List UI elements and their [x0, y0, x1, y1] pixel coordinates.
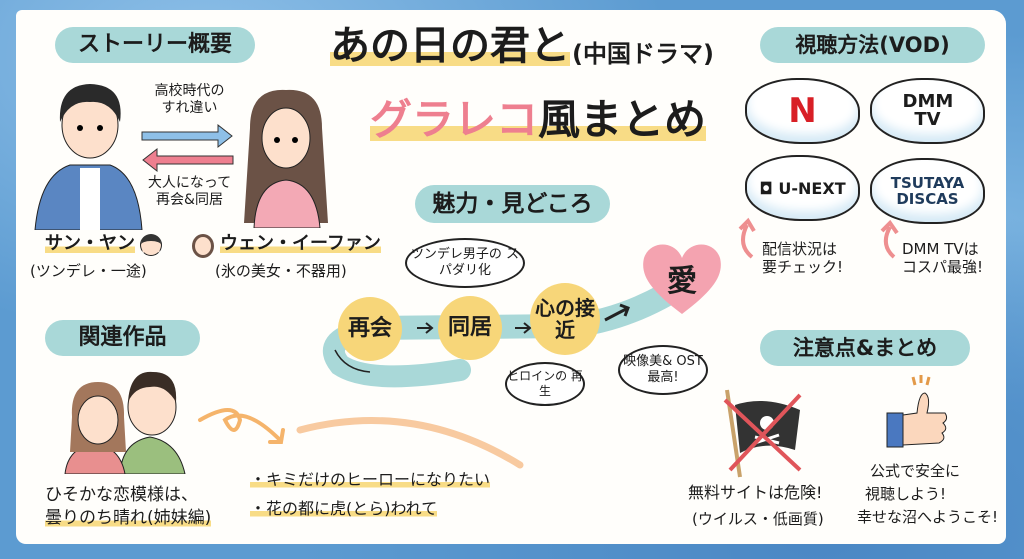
- story-now: 大人になって再会&同居: [147, 175, 232, 209]
- sister-line1: ひそかな恋模様は、: [45, 485, 198, 505]
- u-next-logo: ◘ U-NEXT: [759, 179, 845, 198]
- related-item-2: ・花の都に虎(とら)われて: [250, 499, 438, 519]
- dmm-tv-cloud[interactable]: DMM TV: [870, 78, 985, 144]
- right-arrow-icon: [141, 123, 233, 149]
- story-past-2: すれ違い: [161, 99, 218, 116]
- caution-safe2: 視聴しよう!: [865, 485, 947, 503]
- story-past-1: 高校時代の: [154, 83, 225, 99]
- shield-icon: ◘: [759, 178, 779, 198]
- story-now-1: 大人になって: [147, 175, 232, 191]
- bubble-top: ツンデレ男子の スパダリ化: [405, 238, 525, 288]
- male-character-illustration: [34, 84, 143, 230]
- arrows: [141, 123, 234, 172]
- vod-note2-b: コスパ最強!: [902, 258, 984, 276]
- related-item-1: ・キミだけのヒーローになりたい: [250, 470, 491, 490]
- dmm-tv-logo: DMM TV: [902, 91, 954, 130]
- flow-arrow-icon: [417, 322, 532, 334]
- bubble-ost: 映像美& OST最高!: [618, 345, 708, 395]
- caution-warn2: (ウイルス・低画質): [692, 510, 824, 528]
- caution-heading: 注意点&まとめ: [760, 330, 970, 366]
- title-black: 風まとめ: [538, 95, 707, 144]
- netflix-cloud[interactable]: N: [745, 78, 860, 144]
- u-next-cloud[interactable]: ◘ U-NEXT: [745, 155, 860, 221]
- bubble-heroine: ヒロインの 再生: [505, 362, 585, 406]
- story-heading: ストーリー概要: [55, 27, 255, 63]
- related-heading: 関連作品: [45, 320, 200, 356]
- vod-heading: 視聴方法(VOD): [760, 27, 985, 63]
- female-desc: (氷の美女・不器用): [215, 262, 347, 280]
- step-closer: 心の接近: [530, 283, 600, 355]
- vod-note1: 配信状況は要チェック!: [762, 240, 843, 276]
- flow-arrow-icon: [604, 303, 630, 322]
- netflix-logo: N: [788, 91, 817, 131]
- title-line2: グラレコ風まとめ: [370, 95, 707, 146]
- left-arrow-icon: [142, 147, 234, 172]
- thumbs-up-icon: [886, 375, 948, 448]
- appeal-heading: 魅力・見どころ: [415, 185, 610, 223]
- step-cohabit: 同居: [438, 296, 502, 360]
- vod-note1-b: 要チェック!: [762, 258, 844, 276]
- pink-up-arrows: [738, 217, 899, 259]
- couple-illustration: [64, 371, 186, 474]
- orange-arrow: [198, 408, 524, 469]
- title-pink: グラレコ: [370, 95, 539, 144]
- vod-note2-a: DMM TVは: [902, 240, 979, 258]
- vod-note2: DMM TVはコスパ最強!: [902, 240, 983, 276]
- vod-note1-a: 配信状況は: [762, 240, 838, 258]
- sister-line2: 曇りのち晴れ(姉妹編): [45, 508, 212, 529]
- caution-safe3: 幸せな沼へようこそ!: [857, 508, 999, 526]
- male-desc: (ツンデレ・一途): [30, 262, 147, 280]
- step-reunion: 再会: [338, 297, 402, 361]
- story-past: 高校時代のすれ違い: [147, 83, 232, 117]
- female-name: ウェン・イーファン: [220, 233, 381, 255]
- title-genre: (中国ドラマ): [572, 40, 714, 68]
- story-now-2: 再会&同居: [156, 191, 223, 208]
- step-love: 愛: [667, 264, 697, 299]
- u-next-label: U-NEXT: [778, 178, 846, 198]
- female-character-illustration: [244, 89, 328, 228]
- up-arrow-icon: [880, 219, 899, 259]
- up-arrow-icon: [738, 217, 756, 259]
- pirate-flag-crossed-icon: [723, 389, 802, 478]
- tsutaya-logo: TSUTAYA DISCAS: [890, 173, 965, 208]
- female-face-icon: [192, 234, 214, 258]
- heart-icon: [643, 244, 721, 314]
- tsutaya-cloud[interactable]: TSUTAYA DISCAS: [870, 158, 985, 224]
- male-face-icon: [140, 234, 162, 256]
- heart-love: 愛: [640, 240, 724, 316]
- caution-safe: 公式で安全に: [870, 462, 961, 480]
- caution-warn: 無料サイトは危険!: [688, 483, 823, 502]
- male-name: サン・ヤン: [45, 233, 135, 255]
- title-line1: あの日の君と: [330, 22, 570, 70]
